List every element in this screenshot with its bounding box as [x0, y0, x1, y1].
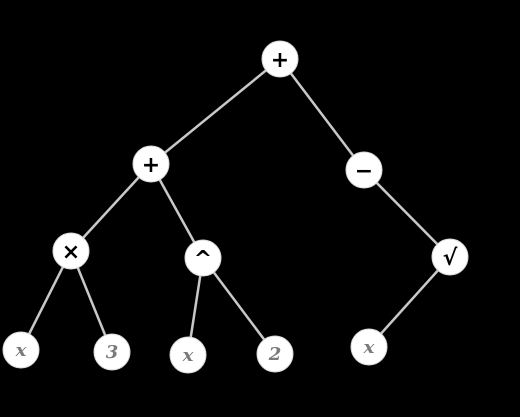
node-label-left-plus: +: [142, 153, 160, 178]
node-circle-times: [52, 232, 90, 270]
node-label-leaf-x1: x: [15, 340, 27, 361]
node-label-leaf-x3: x: [363, 337, 375, 358]
edge-root-plus-to-left-plus: [149, 57, 282, 166]
tree-node-leaf-2: 2: [256, 335, 294, 373]
tree-node-minus: −: [345, 151, 383, 189]
node-label-leaf-x2: x: [182, 345, 194, 366]
node-circle-leaf-2: [256, 335, 294, 373]
tree-node-leaf-x3: x: [350, 328, 388, 366]
nodes-layer: + + − × ^ √ x 3 x 2 x: [2, 40, 469, 374]
node-circle-leaf-3: [93, 333, 131, 371]
node-circle-minus: [345, 151, 383, 189]
node-label-times: ×: [62, 240, 80, 265]
node-circle-left-plus: [132, 145, 170, 183]
node-label-leaf-2: 2: [268, 344, 282, 365]
node-label-leaf-3: 3: [106, 342, 119, 363]
node-circle-sqrt: [431, 238, 469, 276]
edge-sqrt-to-leaf-x3: [367, 255, 452, 349]
node-circle-leaf-x1: [2, 331, 40, 369]
node-circle-leaf-x2: [169, 336, 207, 374]
node-label-root-plus: +: [271, 48, 289, 73]
tree-node-leaf-x1: x: [2, 331, 40, 369]
tree-node-leaf-3: 3: [93, 333, 131, 371]
node-circle-leaf-x3: [350, 328, 388, 366]
node-label-minus: −: [355, 159, 373, 184]
node-label-sqrt: √: [443, 246, 458, 271]
node-circle-caret: [184, 239, 222, 277]
edges-layer: [19, 57, 452, 357]
edge-root-plus-to-minus: [278, 57, 366, 172]
tree-node-caret: ^: [184, 239, 222, 277]
node-label-caret: ^: [194, 247, 212, 272]
tree-node-sqrt: √: [431, 238, 469, 276]
edge-minus-to-sqrt: [362, 168, 452, 259]
tree-node-times: ×: [52, 232, 90, 270]
tree-node-root-plus: +: [261, 40, 299, 78]
tree-node-leaf-x2: x: [169, 336, 207, 374]
node-circle-root-plus: [261, 40, 299, 78]
edge-left-plus-to-times: [69, 162, 153, 253]
edge-caret-to-leaf-2: [201, 256, 277, 356]
tree-node-left-plus: +: [132, 145, 170, 183]
